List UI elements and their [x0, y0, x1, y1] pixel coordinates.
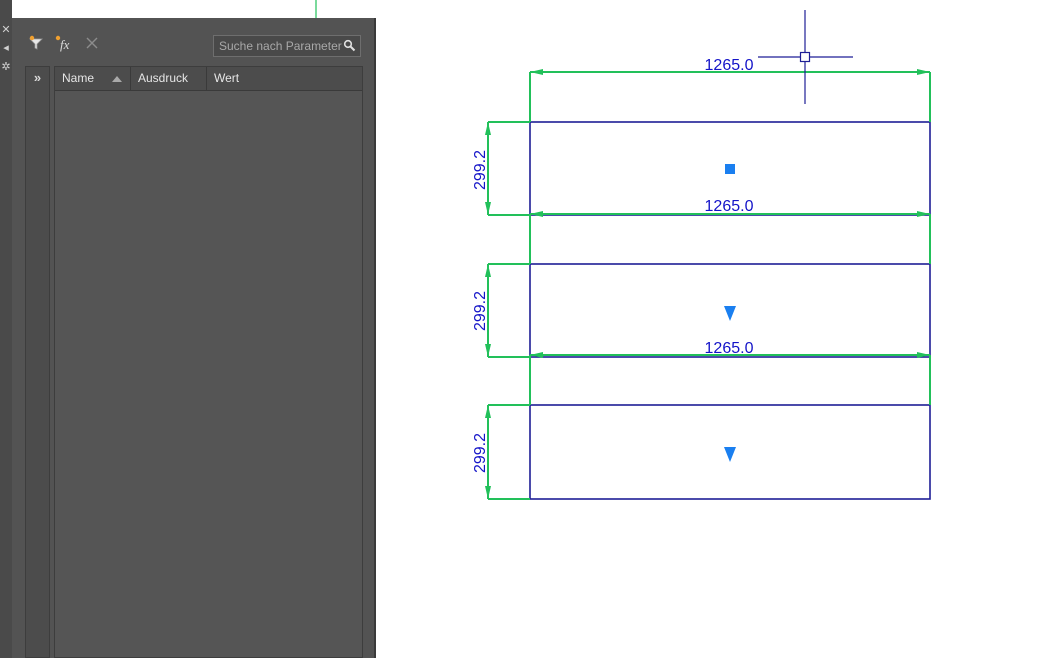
tree-expander-panel: »	[25, 66, 50, 658]
palette-toolbar: fx	[12, 18, 374, 66]
triangle-grip[interactable]	[724, 447, 736, 462]
triangle-grip[interactable]	[724, 306, 736, 321]
arrowhead	[485, 122, 491, 135]
new-user-parameter-fx-icon[interactable]: fx	[53, 32, 75, 54]
arrowhead	[530, 69, 543, 75]
width-dimension-text-mid-1[interactable]: 1265.0	[705, 198, 754, 215]
search-icon[interactable]	[343, 39, 356, 52]
height-dimension-text-2[interactable]: 299.2	[472, 291, 489, 331]
rectangle-2[interactable]	[529, 263, 931, 358]
arrowhead	[917, 211, 930, 217]
arrowhead	[485, 344, 491, 357]
expand-tree-button[interactable]: »	[33, 70, 42, 85]
arrowhead	[485, 264, 491, 277]
arrowhead	[485, 405, 491, 418]
settings-icon[interactable]: ✲	[1, 61, 11, 73]
delete-icon[interactable]	[81, 32, 103, 54]
height-dimension-text-1[interactable]: 299.2	[472, 150, 489, 190]
column-header-expression[interactable]: Ausdruck	[131, 67, 207, 90]
parameter-search	[213, 35, 361, 57]
parameters-grid: Name Ausdruck Wert	[54, 66, 363, 658]
pin-icon[interactable]: ◂	[3, 42, 9, 54]
square-grip[interactable]	[725, 164, 735, 174]
column-header-value[interactable]: Wert	[214, 71, 240, 85]
column-header-name[interactable]: Name	[55, 67, 131, 90]
palette-side-strip: ✕ ◂ ✲	[0, 0, 12, 658]
svg-text:fx: fx	[60, 37, 70, 52]
arrowhead	[917, 69, 930, 75]
parameters-palette: fx » Name Ausdruck Wert	[12, 18, 376, 658]
crosshair-cursor	[758, 10, 853, 104]
height-dimension-text-3[interactable]: 299.2	[472, 433, 489, 473]
width-dimension-text-mid-2[interactable]: 1265.0	[705, 340, 754, 357]
parameter-filter-icon[interactable]	[25, 32, 47, 54]
arrowhead	[485, 486, 491, 499]
arrowhead	[917, 352, 930, 358]
grid-header: Name Ausdruck Wert	[55, 67, 362, 91]
arrowhead	[530, 211, 543, 217]
parameter-search-input[interactable]	[214, 36, 342, 56]
width-dimension-text-top[interactable]: 1265.0	[705, 57, 754, 74]
column-header-name-label: Name	[62, 71, 95, 85]
arrowhead	[485, 202, 491, 215]
rectangle-3[interactable]	[529, 404, 931, 500]
arrowhead	[530, 352, 543, 358]
sort-ascending-icon	[112, 76, 122, 82]
close-icon[interactable]: ✕	[1, 24, 11, 36]
